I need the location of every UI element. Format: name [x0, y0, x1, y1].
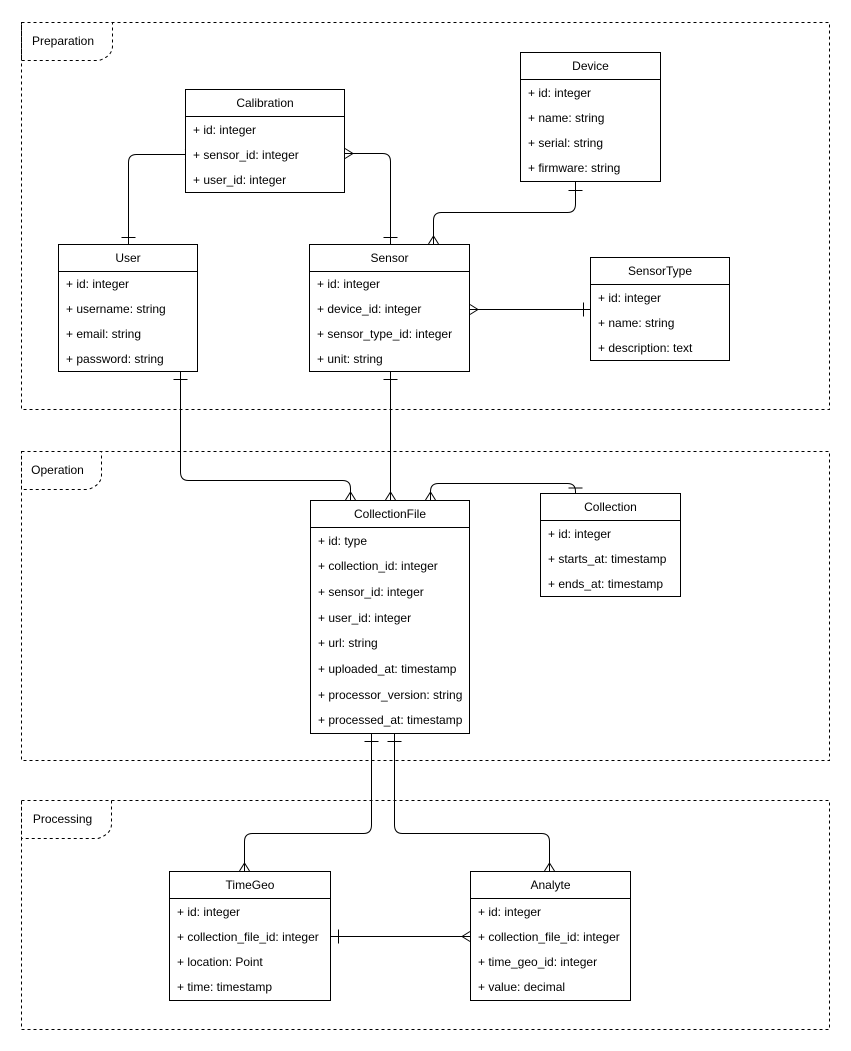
entity-collectionfile[interactable]: CollectionFile + id: type + collection_i… [310, 500, 470, 734]
entity-field: + time: timestamp [177, 980, 273, 995]
entity-device[interactable]: Device + id: integer + name: string + se… [520, 52, 661, 182]
crowfoot-many-icon [385, 491, 396, 501]
rel-collectionfile-analyte [387, 734, 555, 872]
group-preparation-label-outline [21, 22, 113, 61]
entity-field: + processed_at: timestamp [318, 713, 463, 728]
entity-calibration[interactable]: Calibration + id: integer + sensor_id: i… [185, 89, 345, 193]
crowfoot-many-icon [344, 148, 354, 159]
entity-field: + unit: string [317, 351, 383, 366]
entity-title: Sensor [310, 245, 469, 272]
group-processing-label-outline [21, 800, 112, 839]
entity-title: Analyte [471, 872, 630, 899]
entity-field: + id: integer [177, 904, 241, 919]
entity-field: + device_id: integer [317, 302, 422, 317]
crowfoot-many-icon [428, 235, 439, 245]
entity-field: + sensor_type_id: integer [317, 326, 453, 341]
entity-field: + url: string [318, 636, 378, 651]
group-label-operation: Operation [31, 463, 84, 477]
rel-collection-collectionfile [425, 483, 583, 501]
entity-title: TimeGeo [170, 872, 330, 899]
rel-device-sensor [428, 182, 583, 245]
group-operation-border [21, 451, 830, 761]
entity-field: + user_id: integer [193, 172, 287, 187]
group-label-processing: Processing [32, 812, 93, 826]
entity-title: Collection [541, 494, 680, 521]
rel-user-collectionfile [173, 372, 356, 501]
entity-field: + id: integer [193, 122, 257, 137]
rel-timegeo-analyte [331, 929, 471, 944]
entity-field: + collection_file_id: integer [177, 929, 319, 944]
entity-field: + username: string [66, 302, 166, 317]
group-label-preparation: Preparation [31, 34, 95, 48]
entity-field: + user_id: integer [318, 610, 412, 625]
entity-collection[interactable]: Collection + id: integer + starts_at: ti… [540, 493, 681, 597]
entity-field: + name: string [598, 315, 675, 330]
rel-collectionfile-timegeo [239, 734, 379, 872]
group-preparation-border [21, 22, 830, 410]
entity-sensortype[interactable]: SensorType + id: integer + name: string … [590, 257, 730, 361]
entity-timegeo[interactable]: TimeGeo + id: integer + collection_file_… [169, 871, 331, 1001]
rel-sensor-sensortype [469, 302, 590, 317]
entity-field: + sensor_id: integer [193, 147, 299, 162]
entity-field: + sensor_id: integer [318, 585, 424, 600]
entity-user[interactable]: User + id: integer + username: string + … [58, 244, 198, 372]
entity-title: User [59, 245, 197, 272]
entity-field: + password: string [66, 351, 164, 366]
entity-title: Device [521, 53, 660, 80]
entity-field: + email: string [66, 326, 142, 341]
entity-title: Calibration [186, 90, 344, 117]
entity-field: + id: type [318, 533, 368, 548]
entity-field: + id: integer [478, 904, 542, 919]
group-processing-border [21, 800, 830, 1030]
group-operation-label-outline [21, 451, 102, 490]
entity-field: + description: text [598, 340, 693, 355]
entity-field: + time_geo_id: integer [478, 955, 598, 970]
crowfoot-many-icon [544, 862, 555, 872]
rel-sensor-collectionfile [383, 372, 398, 501]
entity-field: + id: integer [528, 85, 592, 100]
crowfoot-many-icon [469, 304, 479, 315]
entity-field: + uploaded_at: timestamp [318, 661, 457, 676]
entity-field: + collection_file_id: integer [478, 929, 620, 944]
entity-field: + ends_at: timestamp [548, 576, 664, 591]
rel-calibration-sensor [344, 148, 398, 244]
entity-title: CollectionFile [311, 501, 469, 528]
entity-field: + id: integer [598, 290, 662, 305]
crowfoot-many-icon [425, 491, 436, 501]
entity-analyte[interactable]: Analyte + id: integer + collection_file_… [470, 871, 631, 1001]
entity-field: + collection_id: integer [318, 559, 438, 574]
entity-field: + value: decimal [478, 980, 566, 995]
entity-field: + processor_version: string [318, 687, 463, 702]
crowfoot-many-icon [239, 862, 250, 872]
entity-field: + location: Point [177, 955, 263, 970]
entity-field: + firmware: string [528, 161, 621, 176]
entity-field: + serial: string [528, 136, 604, 151]
entity-field: + starts_at: timestamp [548, 551, 667, 566]
entity-field: + id: integer [66, 277, 130, 292]
rel-calibration-user [121, 149, 194, 244]
crowfoot-many-icon [461, 931, 471, 942]
entity-field: + id: integer [317, 277, 381, 292]
entity-sensor[interactable]: Sensor + id: integer + device_id: intege… [309, 244, 470, 372]
entity-title: SensorType [591, 258, 729, 285]
entity-field: + id: integer [548, 526, 612, 541]
entity-field: + name: string [528, 110, 605, 125]
crowfoot-many-icon [345, 491, 356, 501]
